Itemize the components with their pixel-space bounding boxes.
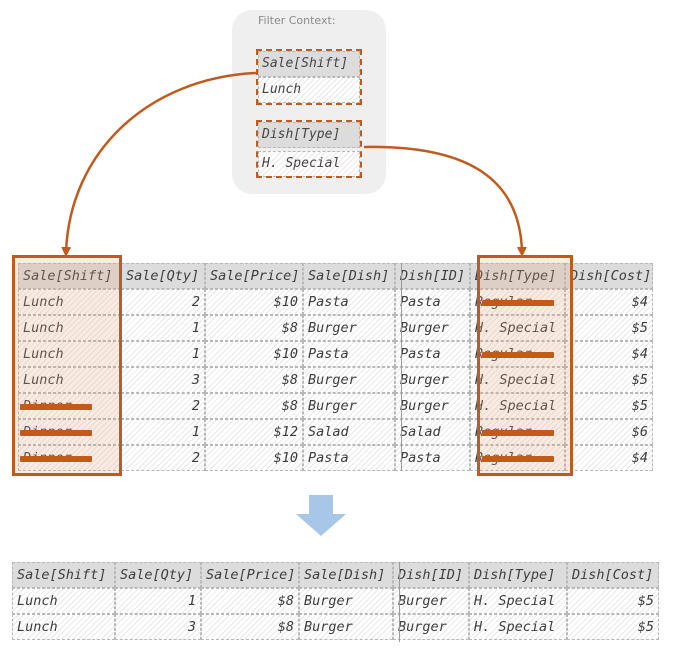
table-cell: $4 bbox=[565, 289, 653, 315]
strike-shift-row6 bbox=[20, 430, 92, 436]
column-header: Sale[Dish] bbox=[299, 562, 393, 588]
table-cell: Burger bbox=[303, 315, 395, 341]
table-cell: Burger bbox=[395, 367, 470, 393]
table-cell: 1 bbox=[121, 341, 205, 367]
table-cell: Pasta bbox=[303, 341, 395, 367]
strike-type-row3 bbox=[482, 352, 554, 358]
strike-type-row1 bbox=[482, 300, 554, 306]
table-cell: Lunch bbox=[18, 289, 121, 315]
column-header: Sale[Qty] bbox=[121, 263, 205, 289]
table-cell: Burger bbox=[393, 614, 469, 640]
table-cell: $8 bbox=[205, 315, 303, 341]
result-table-divider bbox=[399, 562, 400, 642]
table-cell: 2 bbox=[121, 393, 205, 419]
table-cell: $5 bbox=[567, 614, 659, 640]
table-cell: Salad bbox=[303, 419, 395, 445]
filter-shift-highlight bbox=[256, 49, 362, 105]
strike-type-row6 bbox=[482, 430, 554, 436]
strike-shift-row7 bbox=[20, 456, 92, 462]
type-column-selection bbox=[477, 255, 573, 476]
table-cell: $5 bbox=[565, 315, 653, 341]
table-cell: H. Special bbox=[469, 614, 567, 640]
column-header: Sale[Price] bbox=[205, 263, 303, 289]
table-cell: 1 bbox=[115, 588, 201, 614]
column-header: Dish[Cost] bbox=[567, 562, 659, 588]
table-cell: H. Special bbox=[470, 393, 565, 419]
column-header: Dish[ID] bbox=[393, 562, 469, 588]
table-cell: $4 bbox=[565, 341, 653, 367]
table-cell: $8 bbox=[201, 614, 299, 640]
table-cell: 1 bbox=[121, 419, 205, 445]
strike-type-row7 bbox=[482, 456, 554, 462]
column-header: Sale[Shift] bbox=[12, 562, 115, 588]
arrow-type-to-column bbox=[363, 145, 527, 257]
filter-shift-column: Sale[Shift] bbox=[258, 51, 360, 77]
column-header: Sale[Dish] bbox=[303, 263, 395, 289]
table-cell: H. Special bbox=[470, 315, 565, 341]
table-cell: Lunch bbox=[18, 367, 121, 393]
column-header: Dish[ID] bbox=[395, 263, 470, 289]
table-divider bbox=[401, 263, 402, 471]
result-flow-arrow-icon bbox=[296, 495, 346, 536]
column-header: Sale[Price] bbox=[201, 562, 299, 588]
filter-type-column: Dish[Type] bbox=[258, 122, 360, 148]
table-cell: H. Special bbox=[469, 588, 567, 614]
strike-shift-row5 bbox=[20, 404, 92, 410]
filter-context-title: Filter Context: bbox=[258, 14, 336, 27]
table-cell: 3 bbox=[121, 367, 205, 393]
filter-shift-value: Lunch bbox=[258, 77, 360, 103]
table-cell: Salad bbox=[395, 419, 470, 445]
column-header: Dish[Type] bbox=[470, 263, 565, 289]
table-cell: Burger bbox=[299, 588, 393, 614]
table-cell: $10 bbox=[205, 445, 303, 471]
table-cell: Pasta bbox=[395, 289, 470, 315]
table-cell: $5 bbox=[567, 588, 659, 614]
table-cell: $12 bbox=[205, 419, 303, 445]
filter-type-highlight bbox=[256, 120, 362, 178]
table-cell: $10 bbox=[205, 341, 303, 367]
table-cell: Burger bbox=[395, 393, 470, 419]
table-cell: Lunch bbox=[12, 614, 115, 640]
table-cell: Burger bbox=[395, 315, 470, 341]
table-cell: 1 bbox=[121, 315, 205, 341]
table-cell: Pasta bbox=[303, 445, 395, 471]
table-cell: $5 bbox=[565, 393, 653, 419]
table-cell: Burger bbox=[303, 367, 395, 393]
table-cell: 2 bbox=[121, 445, 205, 471]
table-cell: Pasta bbox=[395, 445, 470, 471]
table-cell: $8 bbox=[205, 367, 303, 393]
table-cell: $8 bbox=[205, 393, 303, 419]
filter-type-value: H. Special bbox=[258, 151, 360, 177]
arrow-shift-to-column bbox=[61, 71, 257, 257]
table-cell: 2 bbox=[121, 289, 205, 315]
table-cell: $4 bbox=[565, 445, 653, 471]
column-header: Dish[Cost] bbox=[565, 263, 653, 289]
table-cell: H. Special bbox=[470, 367, 565, 393]
table-cell: Lunch bbox=[18, 315, 121, 341]
column-header: Dish[Type] bbox=[469, 562, 567, 588]
shift-column-selection bbox=[12, 255, 122, 476]
table-cell: $5 bbox=[565, 367, 653, 393]
table-cell: Pasta bbox=[395, 341, 470, 367]
column-header: Sale[Qty] bbox=[115, 562, 201, 588]
table-cell: $8 bbox=[201, 588, 299, 614]
table-cell: Lunch bbox=[18, 341, 121, 367]
table-cell: $10 bbox=[205, 289, 303, 315]
table-cell: Burger bbox=[299, 614, 393, 640]
table-cell: Lunch bbox=[12, 588, 115, 614]
table-cell: 3 bbox=[115, 614, 201, 640]
table-cell: Pasta bbox=[303, 289, 395, 315]
table-cell: Burger bbox=[393, 588, 469, 614]
table-cell: $6 bbox=[565, 419, 653, 445]
table-cell: Burger bbox=[303, 393, 395, 419]
